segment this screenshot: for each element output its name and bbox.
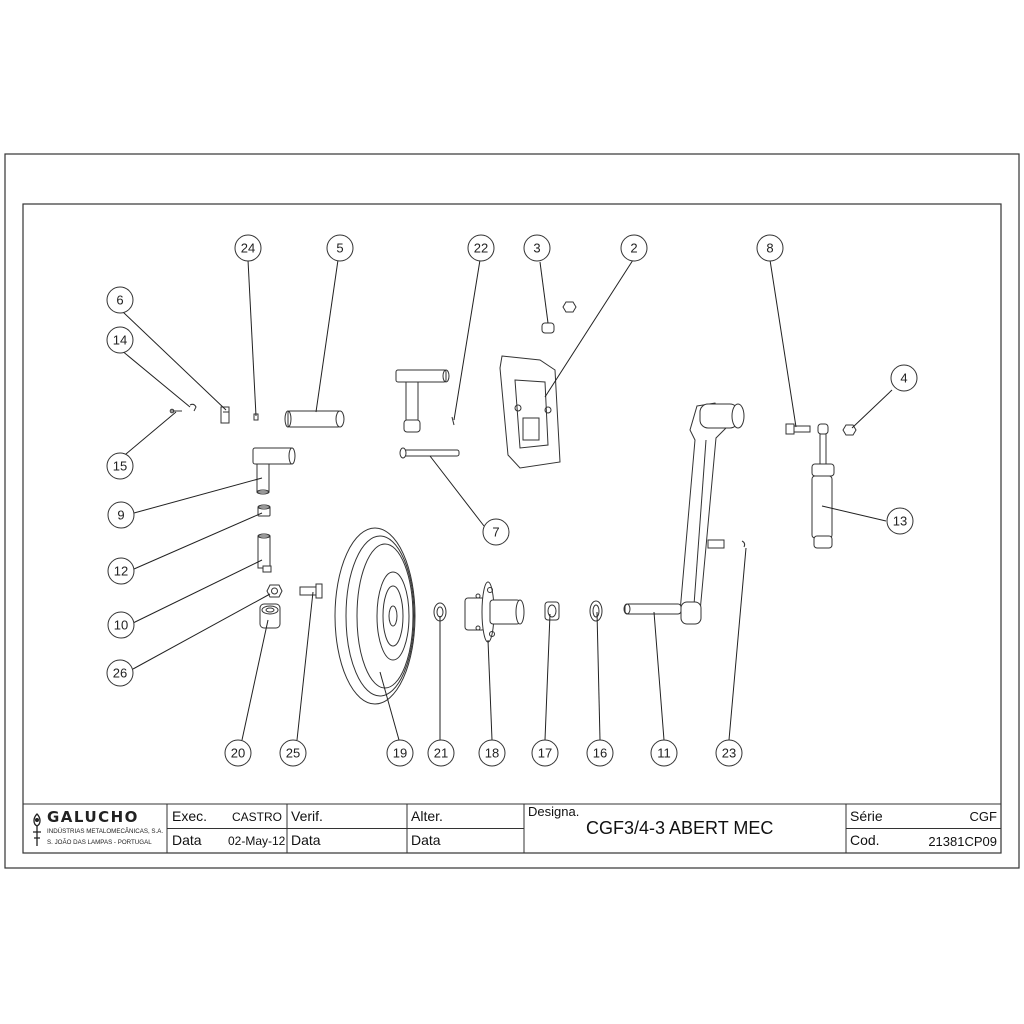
balloon-8-label: 8 (766, 241, 773, 256)
balloon-20: 20 (224, 739, 252, 767)
part-2-bracket (499, 355, 561, 469)
data-label-3: Data (411, 832, 441, 848)
part-18-hub (464, 581, 525, 643)
balloon-18: 18 (478, 739, 506, 767)
balloon-22-label: 22 (474, 241, 488, 256)
company-logo: GALUCHO INDÚSTRIAS METALOMECÂNICAS, S.A.… (27, 808, 165, 852)
balloon-25-label: 25 (286, 746, 300, 761)
part-25-bolt (299, 583, 323, 599)
parts-group (169, 301, 857, 705)
balloon-21-label: 21 (434, 746, 448, 761)
balloon-11-label: 11 (657, 746, 671, 761)
balloon-6: 6 (106, 286, 134, 314)
balloon-3: 3 (523, 234, 551, 262)
part-19-wheel (334, 527, 416, 705)
balloon-11: 11 (650, 739, 678, 767)
serie-value: CGF (969, 809, 997, 824)
balloon-17: 17 (531, 739, 559, 767)
balloon-13: 13 (886, 507, 914, 535)
sheet-outer-border (4, 153, 1020, 869)
balloon-19-label: 19 (393, 746, 407, 761)
sheet-inner-border (22, 203, 1002, 854)
balloon-4-label: 4 (900, 371, 907, 386)
balloon-12: 12 (107, 557, 135, 585)
part-10-pin (257, 533, 272, 573)
balloon-16: 16 (586, 739, 614, 767)
part-23-clip (741, 540, 746, 548)
balloon-12-label: 12 (114, 564, 128, 579)
data-value-1: 02-May-12 (228, 834, 286, 848)
balloon-14: 14 (106, 326, 134, 354)
balloon-25: 25 (279, 739, 307, 767)
alter-label: Alter. (411, 808, 443, 824)
part-8-bolt (785, 423, 811, 435)
verif-label: Verif. (291, 808, 323, 824)
balloon-9: 9 (107, 501, 135, 529)
cod-value: 21381CP09 (928, 834, 997, 849)
balloon-24-label: 24 (241, 241, 255, 256)
balloon-7: 7 (482, 518, 510, 546)
part-22-clip (451, 416, 455, 426)
part-3-bushing (541, 301, 577, 334)
part-11-arm (623, 402, 745, 625)
balloon-9-label: 9 (117, 508, 124, 523)
part-16-seal (589, 600, 603, 622)
balloon-3-label: 3 (533, 241, 540, 256)
balloon-10: 10 (107, 611, 135, 639)
part-26-nut (266, 584, 283, 598)
title-block-grid (22, 803, 1002, 854)
balloon-2-label: 2 (630, 241, 637, 256)
part-24-pin (253, 413, 259, 421)
exec-label: Exec. (172, 808, 208, 824)
balloon-23: 23 (715, 739, 743, 767)
part-14-clip (189, 403, 197, 412)
part-6-bracket (220, 406, 230, 424)
company-address: S. JOÃO DAS LAMPAS - PORTUGAL (47, 839, 152, 846)
balloon-2: 2 (620, 234, 648, 262)
designa-label: Designa. (528, 804, 580, 819)
serie-label: Série (850, 808, 883, 824)
balloon-19: 19 (386, 739, 414, 767)
part-15-pin (169, 408, 182, 414)
part-13-cylinder (811, 423, 835, 549)
part-5-tube (284, 410, 345, 428)
company-subtitle: INDÚSTRIAS METALOMECÂNICAS, S.A. (47, 828, 164, 835)
part-7-pin (399, 447, 460, 459)
designa-value: CGF3/4-3 ABERT MEC (586, 818, 774, 838)
balloon-15: 15 (106, 452, 134, 480)
balloon-22: 22 (467, 234, 495, 262)
balloon-16-label: 16 (593, 746, 607, 761)
balloon-26: 26 (106, 659, 134, 687)
part-17-bushing (544, 601, 560, 621)
balloon-6-label: 6 (116, 293, 123, 308)
balloon-17-label: 17 (538, 746, 552, 761)
balloon-15-label: 15 (113, 459, 127, 474)
data-label-1: Data (172, 832, 202, 848)
balloon-8: 8 (756, 234, 784, 262)
exec-value: CASTRO (232, 810, 283, 824)
cod-label: Cod. (850, 832, 880, 848)
company-name: GALUCHO (47, 808, 139, 826)
balloon-18-label: 18 (485, 746, 499, 761)
balloon-26-label: 26 (113, 666, 127, 681)
balloon-20-label: 20 (231, 746, 245, 761)
company-emblem-icon (33, 813, 41, 846)
balloon-24: 24 (234, 234, 262, 262)
balloon-14-label: 14 (113, 333, 127, 348)
part-20-nut (259, 603, 281, 629)
balloon-5: 5 (326, 234, 354, 262)
balloon-10-label: 10 (114, 618, 128, 633)
balloon-7-label: 7 (492, 525, 499, 540)
leader-lines (119, 259, 893, 741)
part-9-tee (252, 447, 296, 495)
balloon-21: 21 (427, 739, 455, 767)
data-label-2: Data (291, 832, 321, 848)
part-t-handle (395, 369, 450, 433)
balloon-23-label: 23 (722, 746, 736, 761)
balloon-13-label: 13 (893, 514, 907, 529)
balloon-4: 4 (890, 364, 918, 392)
balloon-5-label: 5 (336, 241, 343, 256)
